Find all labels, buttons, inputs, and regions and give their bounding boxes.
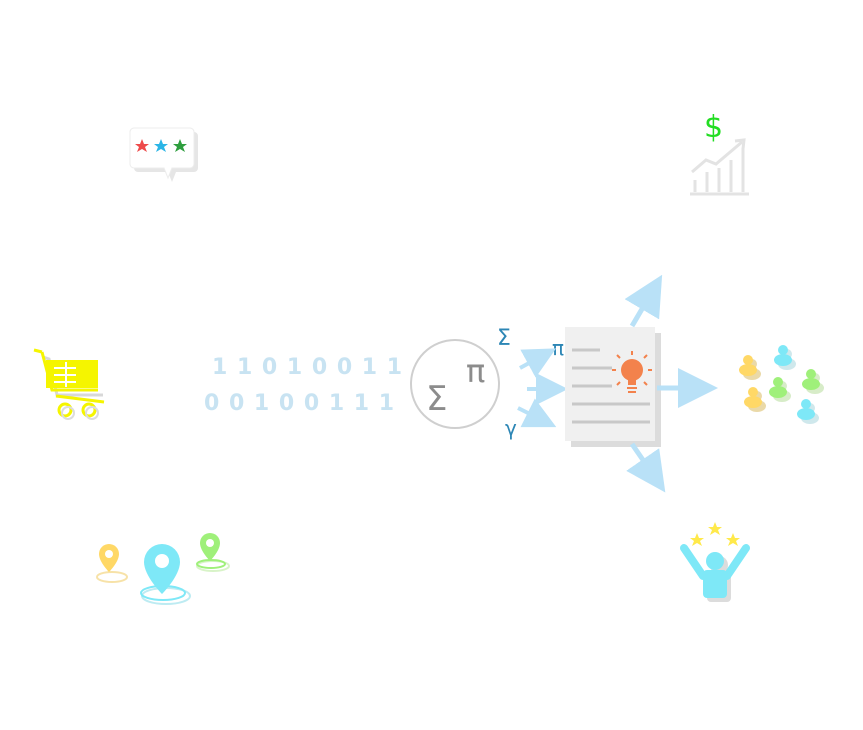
happy-customer-icon xyxy=(680,522,750,602)
pi-output-symbol: π xyxy=(552,336,564,360)
output-arrows xyxy=(624,274,718,493)
star-icon xyxy=(726,533,740,546)
person-icon xyxy=(739,355,761,380)
star-blue-icon xyxy=(154,139,168,152)
star-green-icon xyxy=(173,139,187,152)
people-group-icon xyxy=(739,345,824,424)
star-icon xyxy=(708,522,722,535)
speech-bubble-rating-icon xyxy=(129,127,198,182)
math-processing-circle: Σ π xyxy=(410,339,500,429)
revenue-growth-chart-icon: $ xyxy=(690,110,749,196)
binary-row: 0 0 1 0 0 1 1 1 xyxy=(204,391,395,416)
lightbulb-icon xyxy=(612,351,652,393)
star-icon xyxy=(690,533,704,546)
sum-symbol: Σ xyxy=(426,379,447,419)
person-icon xyxy=(744,387,766,412)
star-red-icon xyxy=(135,139,149,152)
insight-report-icon xyxy=(565,327,661,447)
person-icon xyxy=(769,377,791,402)
binary-data-stream: 1 1 0 1 0 0 1 1 0 0 1 0 0 1 1 1 xyxy=(204,355,403,416)
gamma-symbol: γ xyxy=(505,416,517,440)
person-icon xyxy=(797,399,819,424)
pi-symbol: π xyxy=(466,352,485,390)
input-arrows xyxy=(517,348,568,428)
map-pin-icon xyxy=(96,533,230,605)
person-icon xyxy=(774,345,796,370)
person-icon xyxy=(802,369,824,394)
binary-row: 1 1 0 1 0 0 1 1 xyxy=(212,355,403,380)
dollar-sign: $ xyxy=(704,110,723,145)
shopping-cart-icon xyxy=(33,348,105,420)
sigma-symbol: Σ xyxy=(497,326,511,351)
